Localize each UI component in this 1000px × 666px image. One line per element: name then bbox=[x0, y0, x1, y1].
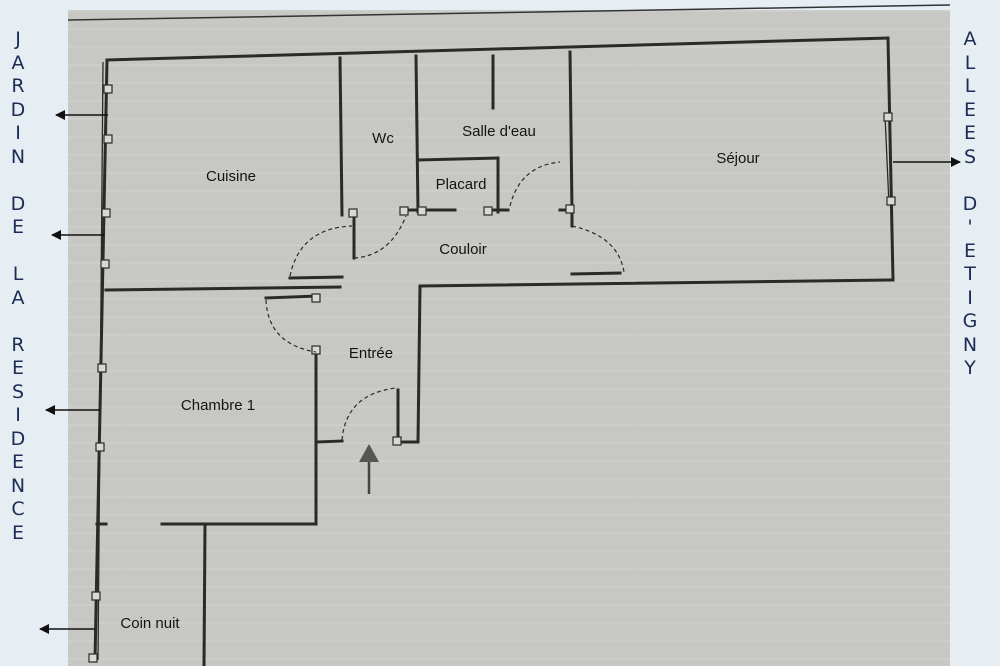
right-side-letter: I bbox=[967, 286, 973, 309]
left-side-letter: E bbox=[11, 216, 24, 238]
left-side-letter: D bbox=[10, 98, 26, 121]
left-side-letter: I bbox=[15, 404, 21, 426]
right-side-letter: S bbox=[963, 145, 977, 168]
right-side-letter: G bbox=[962, 310, 978, 332]
room-label-coin-nuit: Coin nuit bbox=[120, 615, 180, 632]
left-side-letter: A bbox=[11, 51, 25, 74]
plan-sheet bbox=[68, 10, 950, 666]
right-side-letter: Y bbox=[964, 357, 976, 379]
room-label-cuisine: Cuisine bbox=[206, 168, 256, 185]
left-side-letter: I bbox=[15, 122, 21, 144]
left-side-letter: N bbox=[10, 474, 26, 497]
right-side-letter: A bbox=[963, 28, 977, 50]
left-side-letter: E bbox=[11, 357, 24, 379]
entrance-arrow-icon bbox=[359, 444, 379, 494]
left-arrows bbox=[39, 110, 108, 634]
right-side-letter: E bbox=[963, 239, 976, 262]
left-side-letter: C bbox=[11, 498, 25, 520]
right-side-letter: E bbox=[963, 98, 976, 121]
right-side-letter: N bbox=[962, 333, 978, 356]
room-label-salle-deau: Salle d'eau bbox=[462, 123, 536, 140]
right-side-letter: ' bbox=[967, 216, 973, 238]
left-side-letter: E bbox=[11, 451, 24, 473]
left-side-letter: S bbox=[11, 380, 25, 403]
right-side-letter: L bbox=[964, 51, 976, 74]
left-side-letter: R bbox=[11, 333, 25, 356]
room-label-sejour: Séjour bbox=[716, 150, 759, 167]
left-side-letter: L bbox=[12, 263, 24, 285]
left-side-letter: A bbox=[11, 286, 25, 309]
right-side-letter: T bbox=[964, 263, 976, 285]
room-label-chambre1: Chambre 1 bbox=[181, 397, 255, 414]
sheet-edge-line bbox=[67, 4, 951, 21]
room-label-wc: Wc bbox=[372, 130, 394, 147]
left-side-letter: D bbox=[10, 427, 26, 450]
left-side-letter: D bbox=[10, 192, 26, 215]
windows bbox=[97, 61, 890, 661]
door-swings bbox=[265, 161, 625, 441]
right-side-letter: D bbox=[962, 192, 978, 215]
room-label-couloir: Couloir bbox=[439, 241, 487, 258]
left-side-letter: E bbox=[11, 521, 24, 544]
wall-markers bbox=[88, 84, 896, 663]
right-side-letter: L bbox=[964, 75, 976, 97]
left-side-letter: N bbox=[10, 145, 26, 168]
left-side-letter: J bbox=[15, 28, 21, 50]
room-label-entree: Entrée bbox=[349, 345, 393, 362]
left-side-letter: R bbox=[11, 75, 25, 97]
room-label-placard: Placard bbox=[436, 176, 487, 193]
right-side-letter: E bbox=[963, 122, 976, 144]
